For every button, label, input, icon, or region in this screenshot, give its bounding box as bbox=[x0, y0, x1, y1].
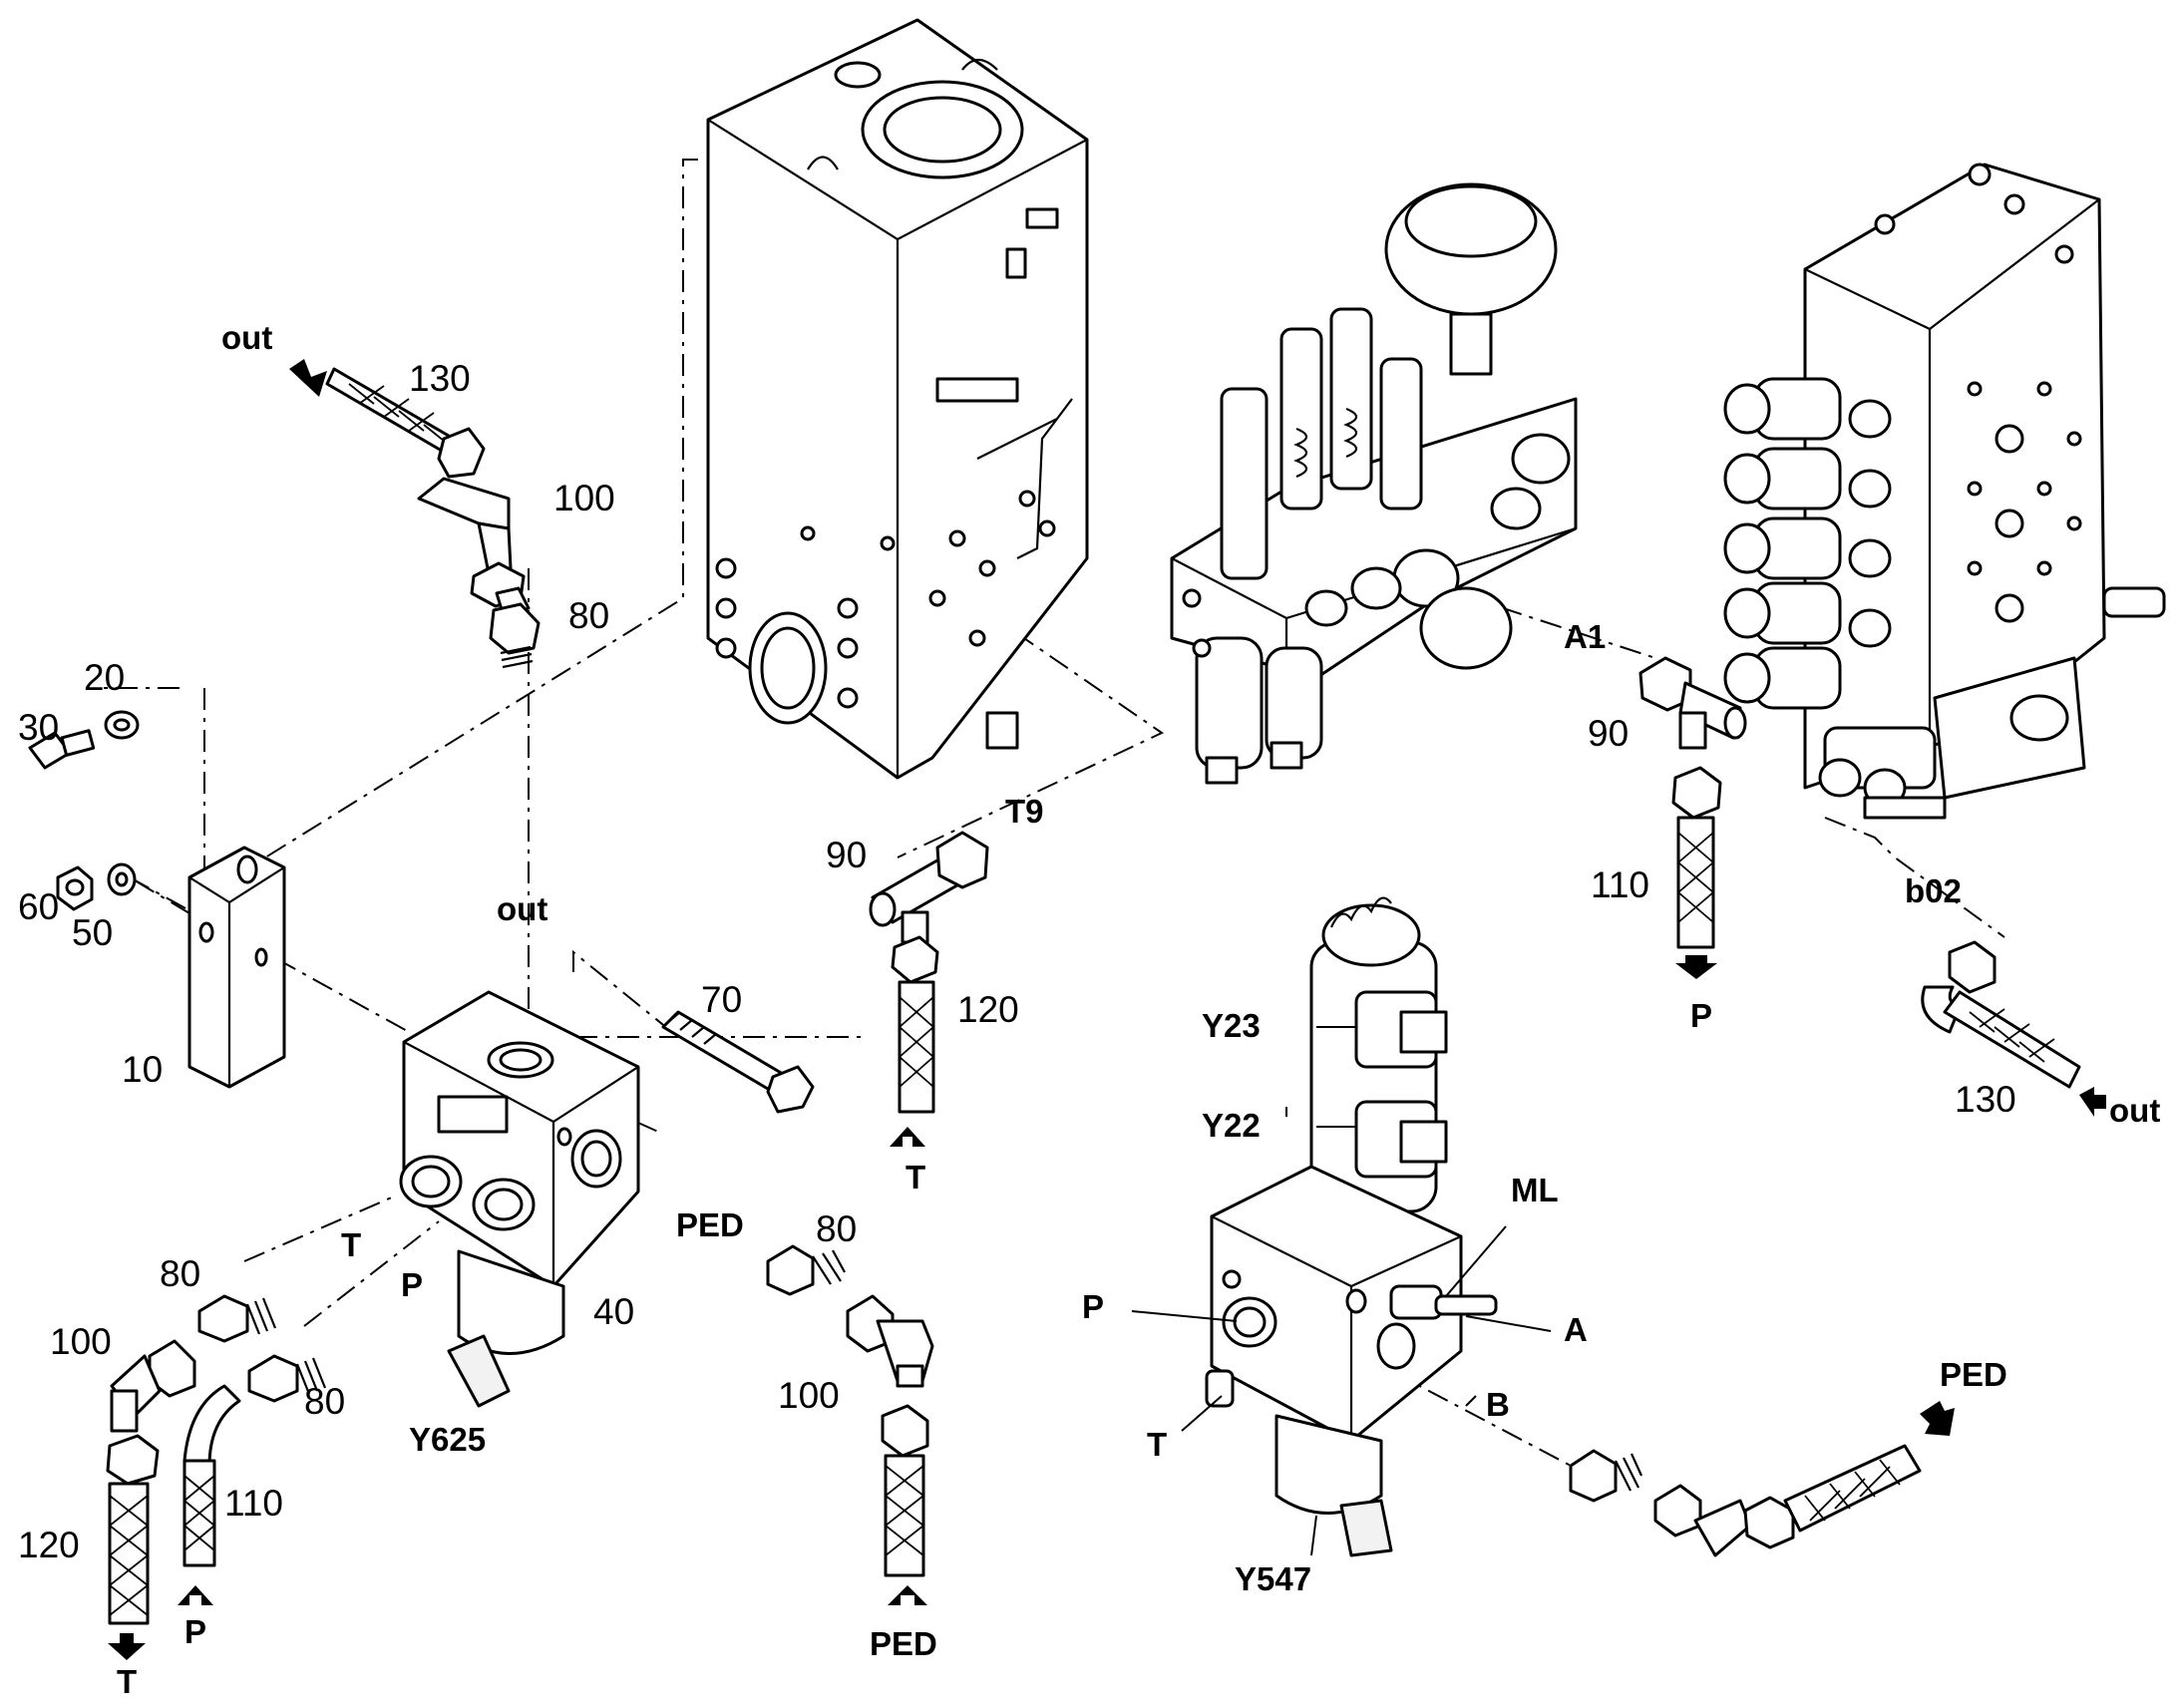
tee-90-center bbox=[869, 831, 989, 944]
callout-labels: 130 out 100 80 20 30 60 50 10 out 70 T P… bbox=[18, 319, 2160, 1700]
label-100-left: 100 bbox=[50, 1321, 112, 1362]
label-80-top: 80 bbox=[568, 595, 609, 636]
label-t-center: T bbox=[906, 1159, 925, 1196]
label-100-ped: 100 bbox=[778, 1375, 840, 1416]
washer-20 bbox=[104, 710, 140, 740]
hose-110-left bbox=[182, 1384, 241, 1567]
tee-90-right bbox=[1638, 656, 1747, 750]
label-y22: Y22 bbox=[1202, 1107, 1261, 1144]
label-out-top: out bbox=[221, 319, 272, 356]
arrow-up-ped-bot bbox=[888, 1585, 927, 1605]
label-60: 60 bbox=[18, 886, 59, 927]
valve-block-y547 bbox=[1205, 896, 1498, 1557]
bolt-70 bbox=[661, 1010, 815, 1114]
control-valve-block bbox=[1723, 163, 2166, 820]
bolt-30 bbox=[28, 729, 96, 770]
label-b02: b02 bbox=[1905, 872, 1962, 909]
label-ped-right: PED bbox=[1940, 1356, 2007, 1393]
label-30: 30 bbox=[18, 707, 59, 748]
label-t-left: T bbox=[341, 1226, 361, 1263]
label-110-right: 110 bbox=[1591, 864, 1649, 905]
mounting-bracket-10 bbox=[187, 846, 286, 1089]
hose-ped-bottom-right bbox=[1569, 1444, 1922, 1557]
nipple-80-left-lower bbox=[247, 1354, 327, 1403]
label-80-left-2: 80 bbox=[304, 1381, 345, 1422]
leader-lines bbox=[1131, 1026, 1552, 1556]
nipple-80-left-upper bbox=[197, 1294, 277, 1343]
label-130-right: 130 bbox=[1955, 1079, 2016, 1120]
flow-arrows bbox=[108, 359, 2106, 1660]
washer-50 bbox=[107, 862, 137, 896]
label-100-top: 100 bbox=[553, 478, 615, 518]
label-a-valve: A bbox=[1564, 1311, 1588, 1348]
hose-120-center bbox=[891, 935, 939, 1114]
label-ped-mid: PED bbox=[676, 1206, 744, 1243]
label-40: 40 bbox=[593, 1291, 634, 1332]
label-y547: Y547 bbox=[1235, 1560, 1311, 1597]
hose-120-left bbox=[106, 1434, 160, 1625]
label-80-ped: 80 bbox=[816, 1208, 857, 1249]
nipple-80-ped bbox=[766, 1244, 846, 1296]
label-p-valve: P bbox=[1082, 1288, 1104, 1325]
label-y23: Y23 bbox=[1202, 1007, 1261, 1044]
label-130-top: 130 bbox=[409, 358, 471, 399]
label-out-mid: out bbox=[497, 890, 547, 927]
label-a1: A1 bbox=[1564, 618, 1606, 655]
arrow-out-right bbox=[2079, 1087, 2106, 1117]
hose-110-right bbox=[1671, 766, 1722, 949]
label-out-right: out bbox=[2109, 1092, 2160, 1129]
label-p-bottom: P bbox=[184, 1613, 206, 1650]
arrow-ped-right bbox=[1920, 1401, 1955, 1436]
arrow-down-p-right bbox=[1675, 955, 1717, 979]
label-110-left: 110 bbox=[224, 1483, 283, 1524]
hose-130-right bbox=[1921, 940, 2081, 1089]
valve-block-40 bbox=[399, 990, 640, 1408]
hydraulic-tank bbox=[706, 18, 1089, 780]
label-10: 10 bbox=[122, 1049, 163, 1090]
label-t-bottom: T bbox=[117, 1663, 137, 1700]
label-120-left: 120 bbox=[18, 1525, 80, 1565]
nut-60 bbox=[56, 865, 94, 911]
label-ped-bottom: PED bbox=[870, 1625, 937, 1662]
valve-bank-with-accumulator bbox=[1170, 182, 1578, 785]
label-120-center: 120 bbox=[957, 989, 1019, 1030]
label-p-left: P bbox=[401, 1266, 423, 1303]
label-y625: Y625 bbox=[409, 1421, 486, 1458]
hose-130-top bbox=[325, 367, 526, 608]
label-80-left-1: 80 bbox=[160, 1253, 200, 1294]
label-t9: T9 bbox=[1005, 793, 1044, 830]
solenoid-stack bbox=[1723, 377, 1892, 710]
label-90-center: 90 bbox=[826, 835, 867, 875]
arrow-up-p-bot bbox=[178, 1585, 213, 1605]
label-50: 50 bbox=[72, 912, 113, 953]
arrow-down-t-bot bbox=[108, 1633, 146, 1660]
label-b-valve: B bbox=[1486, 1386, 1510, 1423]
label-ml: ML bbox=[1511, 1172, 1559, 1208]
label-90-right: 90 bbox=[1588, 713, 1629, 754]
arrow-up-t-mid bbox=[890, 1127, 925, 1147]
elbow-100-left bbox=[110, 1339, 196, 1433]
label-70: 70 bbox=[701, 979, 742, 1020]
label-t-valve: T bbox=[1147, 1426, 1167, 1463]
label-p-right: P bbox=[1690, 997, 1712, 1034]
elbow-100-ped bbox=[846, 1294, 934, 1388]
hose-ped-mid bbox=[881, 1404, 929, 1577]
label-20: 20 bbox=[84, 657, 125, 698]
arrow-out-top bbox=[289, 359, 327, 397]
nipple-80-top bbox=[489, 586, 541, 669]
